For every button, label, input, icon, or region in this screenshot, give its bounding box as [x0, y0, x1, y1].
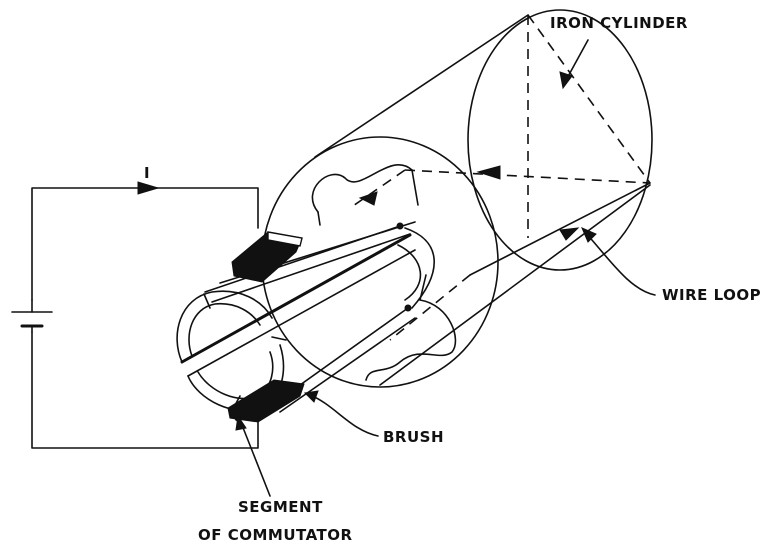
wire-loop-label: WIRE LOOP [662, 286, 761, 304]
leader-iron-cylinder [559, 39, 589, 90]
commutator-shaft [180, 221, 435, 413]
leader-wire-loop [581, 227, 656, 296]
iron-cylinder-label: IRON CYLINDER [550, 14, 688, 32]
wire-loop [349, 14, 651, 341]
cylinder-slot-upper [311, 163, 419, 226]
current-arrow-front [559, 227, 580, 241]
contact-dot-1 [396, 222, 404, 230]
leader-brush [303, 390, 379, 437]
current-label: I [144, 164, 150, 182]
contact-dot-2 [404, 304, 412, 312]
current-arrow-back [476, 165, 501, 180]
brush-label: BRUSH [383, 428, 444, 446]
iron-cylinder [261, 9, 653, 388]
current-arrow-circuit [137, 181, 160, 195]
segment-label-line1: SEGMENT [238, 498, 323, 516]
current-arrow-down [358, 191, 378, 206]
leader-segment [235, 414, 271, 497]
segment-label-line2: OF COMMUTATOR [198, 526, 353, 544]
brush-bottom [227, 379, 305, 423]
brush-top [231, 231, 303, 283]
external-circuit [11, 181, 259, 449]
